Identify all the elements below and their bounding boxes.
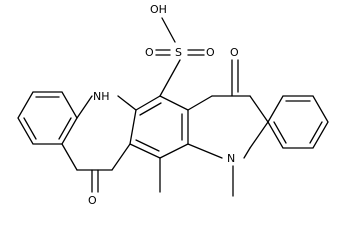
bonds <box>17 17 329 197</box>
bond-s-oh <box>161 17 176 43</box>
ring-e-inner-3 <box>273 121 287 144</box>
bond-n-right <box>243 147 251 159</box>
bond-b-cc <box>111 143 131 171</box>
ring-a-inner-3 <box>23 117 37 140</box>
bond-c5-double <box>135 139 160 152</box>
atom-n: N <box>227 152 235 165</box>
ring-a-inner-2 <box>58 117 72 140</box>
bond-c1 <box>135 95 161 111</box>
bond-nh-left <box>76 95 93 119</box>
molecule-structure: OH S O O O NH O N <box>17 3 329 207</box>
bond-c4 <box>159 143 189 159</box>
atom-s: S <box>175 46 182 59</box>
bond-c6 <box>129 109 137 145</box>
atom-labels: OH S O O O NH O N <box>88 3 239 207</box>
atom-o-right: O <box>206 46 215 59</box>
bond-n-left <box>187 143 223 159</box>
bond-c5 <box>129 143 161 159</box>
ring-a <box>17 91 78 145</box>
bond-nh-right <box>117 95 137 111</box>
bond-c2 <box>159 95 189 111</box>
bond-d4 <box>249 121 269 149</box>
atom-o-ketone-bottom: O <box>88 194 97 207</box>
atom-o-ketone-top: O <box>230 46 239 59</box>
bond-d3 <box>249 95 269 123</box>
ring-e <box>267 95 329 149</box>
atom-o-left: O <box>145 46 154 59</box>
bond-b-ca <box>61 143 78 171</box>
atom-nh: NH <box>93 90 110 103</box>
bond-c-s <box>159 59 181 97</box>
bond-d1 <box>187 95 213 111</box>
atom-oh: OH <box>150 3 167 16</box>
bond-c1-double <box>139 102 162 116</box>
ring-e-inner-2 <box>309 121 323 144</box>
